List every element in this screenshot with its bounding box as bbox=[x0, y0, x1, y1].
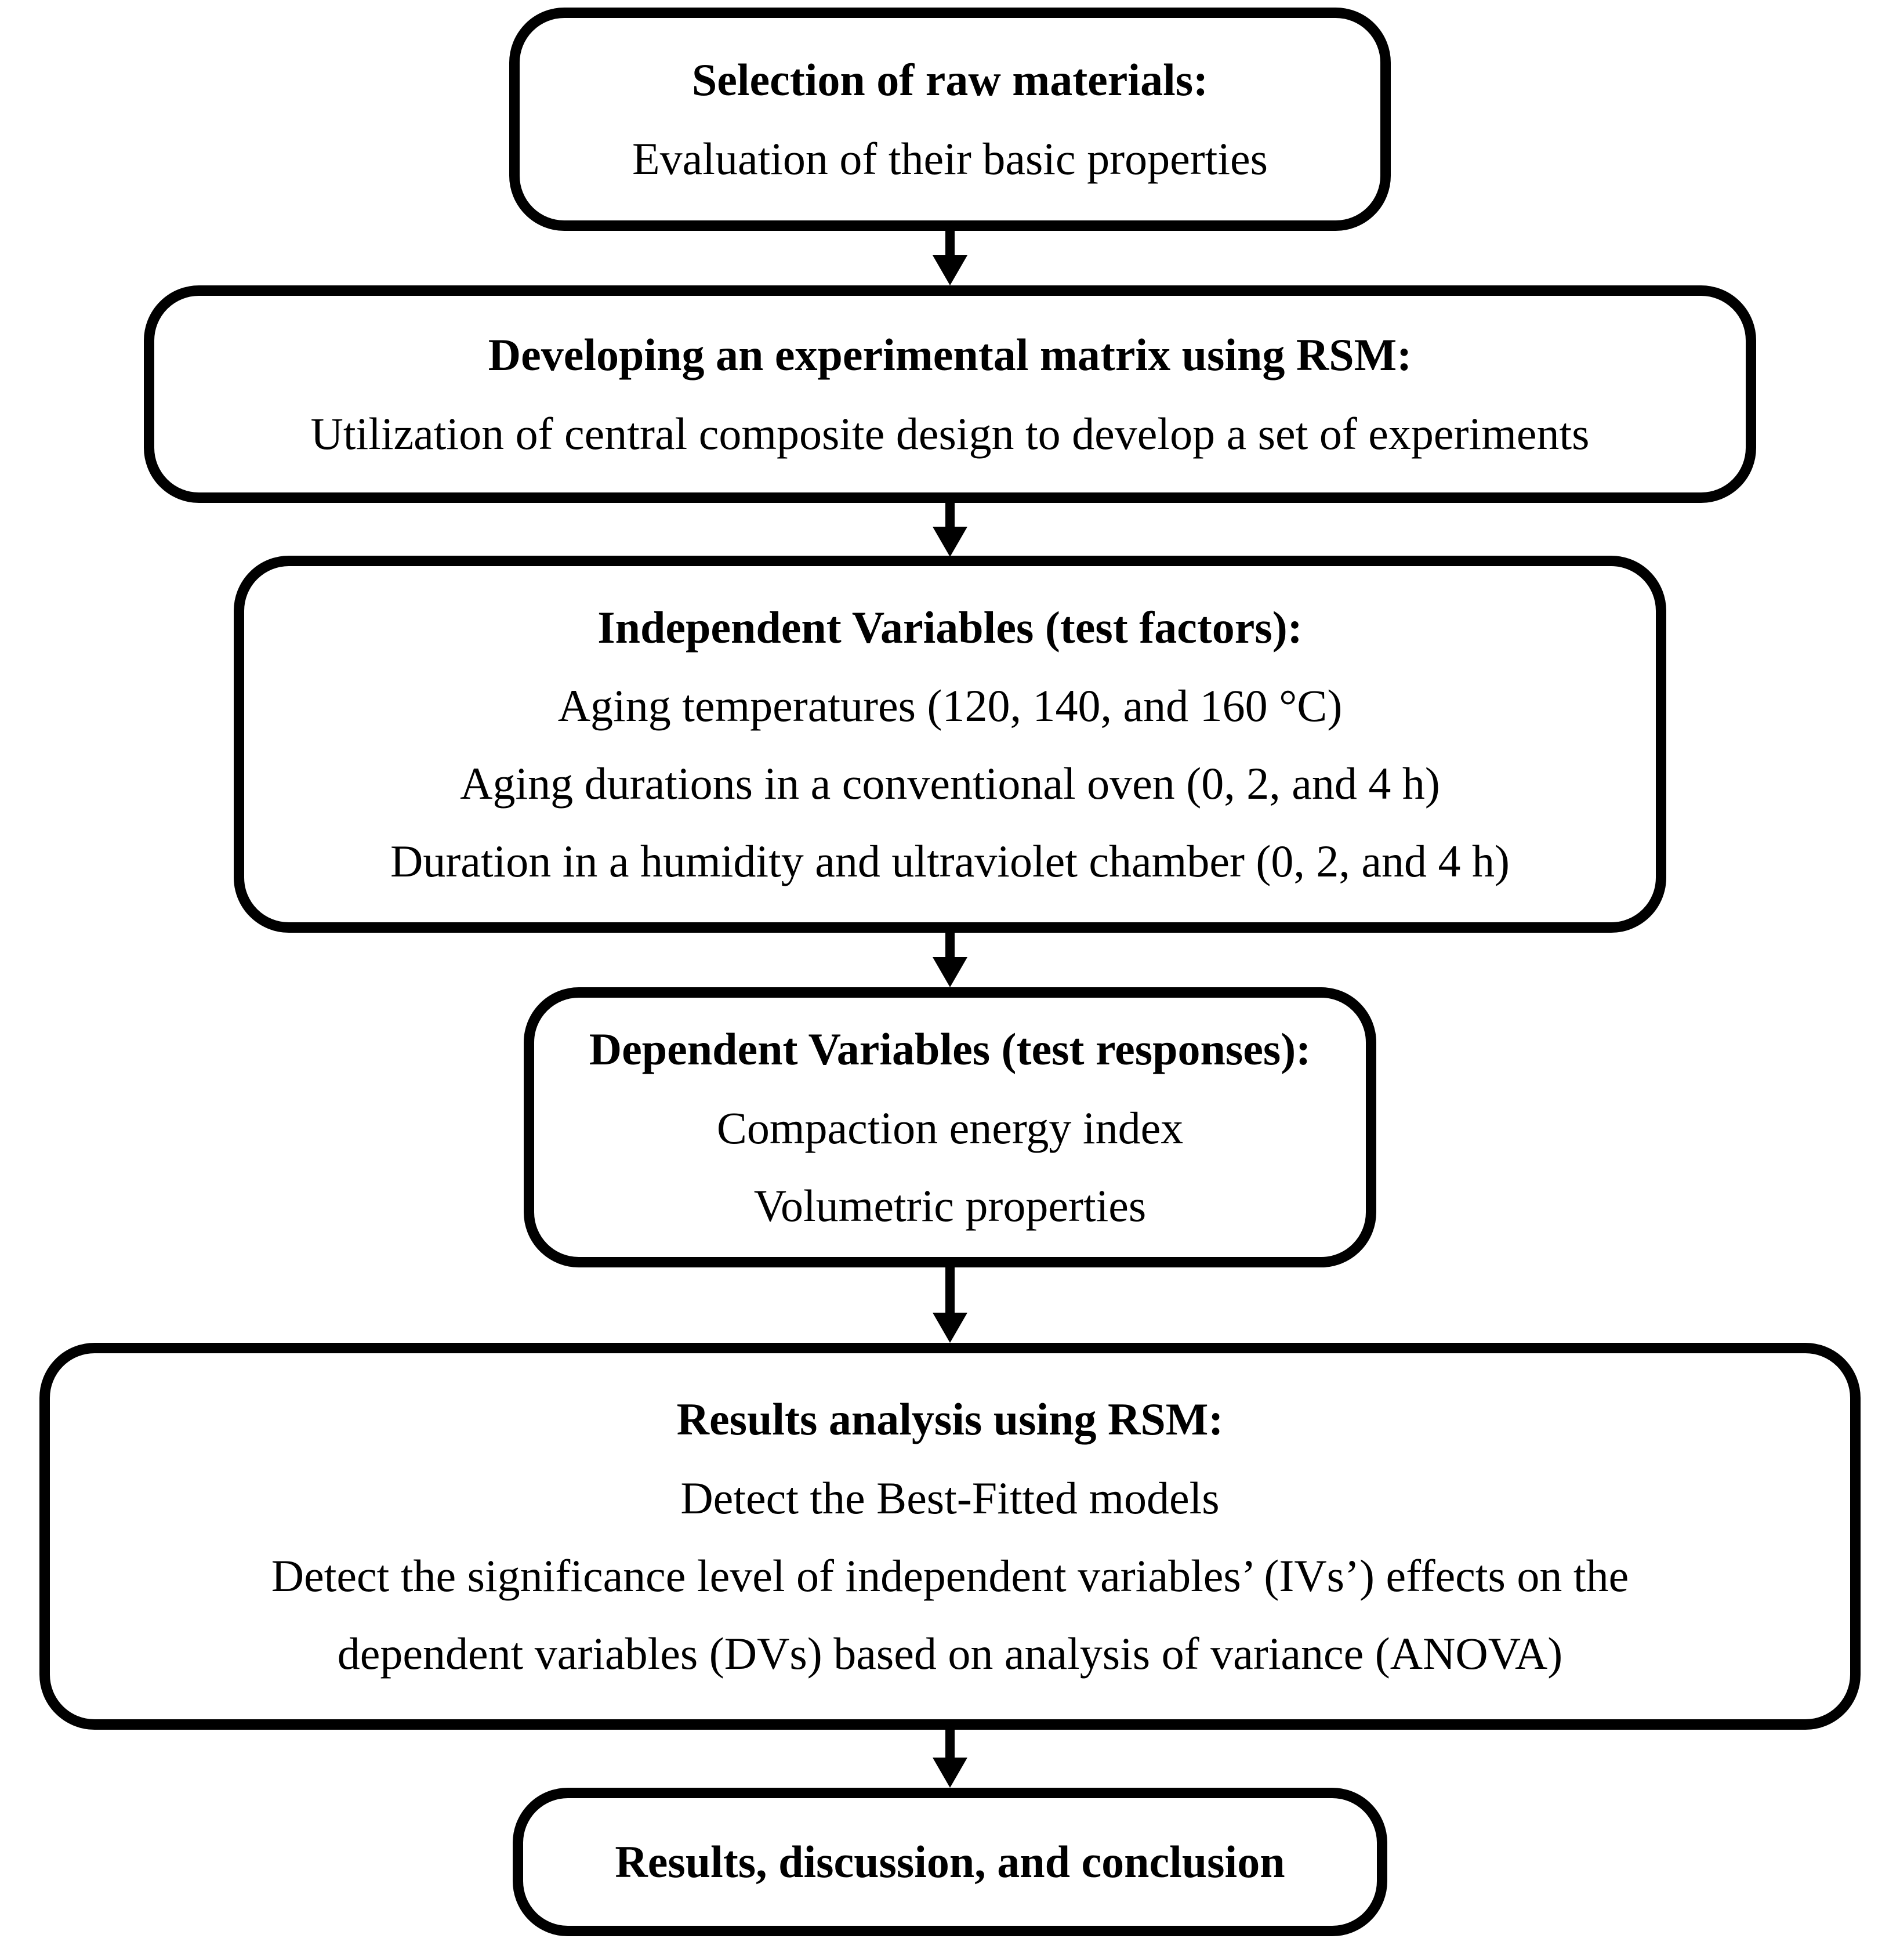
box-line: Utilization of central composite design … bbox=[310, 408, 1590, 459]
arrow-down-icon bbox=[933, 1758, 967, 1788]
arrow-down-icon bbox=[933, 957, 967, 987]
flow-box-selection-raw-materials: Selection of raw materials: Evaluation o… bbox=[509, 8, 1391, 231]
box-title: Selection of raw materials: bbox=[691, 55, 1209, 106]
flow-arrow-3 bbox=[933, 932, 967, 987]
box-line: Aging durations in a conventional oven (… bbox=[460, 758, 1440, 809]
box-title: Dependent Variables (test responses): bbox=[589, 1024, 1311, 1075]
arrow-stem bbox=[945, 230, 955, 255]
box-line: Evaluation of their basic properties bbox=[632, 133, 1268, 184]
box-line: Compaction energy index bbox=[716, 1102, 1184, 1153]
arrow-stem bbox=[945, 932, 955, 957]
box-title: Independent Variables (test factors): bbox=[597, 602, 1303, 653]
flow-box-dependent-variables: Dependent Variables (test responses): Co… bbox=[524, 987, 1376, 1267]
box-title: Developing an experimental matrix using … bbox=[488, 329, 1412, 381]
arrow-stem bbox=[945, 1267, 955, 1313]
flow-arrow-2 bbox=[933, 502, 967, 557]
arrow-down-icon bbox=[933, 255, 967, 285]
box-line: Detect the Best-Fitted models bbox=[680, 1472, 1220, 1523]
arrow-down-icon bbox=[933, 527, 967, 557]
box-line: Aging temperatures (120, 140, and 160 °C… bbox=[557, 680, 1343, 731]
box-line: Detect the significance level of indepen… bbox=[271, 1550, 1629, 1601]
flow-arrow-1 bbox=[933, 230, 967, 285]
box-title: Results analysis using RSM: bbox=[676, 1394, 1224, 1445]
flow-box-experimental-matrix: Developing an experimental matrix using … bbox=[144, 285, 1756, 503]
box-line: Volumetric properties bbox=[753, 1180, 1147, 1231]
flow-box-conclusion: Results, discussion, and conclusion bbox=[513, 1788, 1387, 1936]
box-title: Results, discussion, and conclusion bbox=[615, 1836, 1285, 1887]
flow-box-independent-variables: Independent Variables (test factors): Ag… bbox=[234, 556, 1666, 933]
arrow-stem bbox=[945, 502, 955, 527]
box-line: dependent variables (DVs) based on analy… bbox=[337, 1628, 1563, 1679]
flow-box-results-analysis: Results analysis using RSM: Detect the B… bbox=[39, 1343, 1861, 1730]
flow-arrow-4 bbox=[933, 1267, 967, 1343]
flow-arrow-5 bbox=[933, 1730, 967, 1788]
box-line: Duration in a humidity and ultraviolet c… bbox=[390, 836, 1510, 887]
arrow-down-icon bbox=[933, 1313, 967, 1343]
arrow-stem bbox=[945, 1730, 955, 1758]
